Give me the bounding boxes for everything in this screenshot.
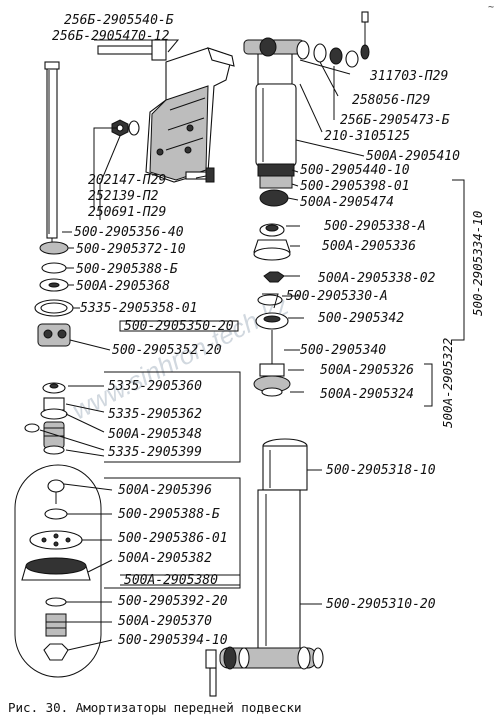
part-label: 500А-2905368: [76, 279, 170, 294]
part-label: 500А-2905396: [118, 483, 212, 498]
part-label: 500А-2905336: [322, 239, 416, 254]
valve-parts-right: [253, 223, 291, 397]
part-label: 256Б-2905473-Б: [340, 113, 450, 128]
part-label: 500-2905398-01: [300, 179, 410, 194]
part-label: 5335-2905399: [108, 445, 202, 460]
part-label: 5335-2905362: [108, 407, 202, 422]
part-label: 500А-2905338-02: [318, 271, 436, 286]
parts-drawing: [14, 11, 465, 697]
top-bolt: [97, 39, 167, 61]
upper-shock-body: [243, 11, 370, 207]
part-labels: 256Б-2905540-Б 256Б-2905470-12 311703-П2…: [52, 13, 485, 648]
part-label: 500А-2905410: [366, 149, 460, 164]
part-label: 500-2905342: [318, 311, 404, 326]
part-label: 500А-2905370: [118, 614, 212, 629]
part-label: 500-2905388-Б: [76, 262, 178, 277]
part-label: 500-2905372-10: [76, 242, 186, 257]
part-label: 5335-2905360: [108, 379, 202, 394]
part-label: 500-2905340: [300, 343, 386, 358]
part-label-vertical: 500А-2905322: [440, 338, 455, 428]
part-label: 252139-П2: [88, 189, 159, 204]
figure-caption: Рис. 30. Амортизаторы передней подвески: [8, 700, 302, 715]
part-label: 500А-2905324: [320, 387, 414, 402]
part-label: 500А-2905474: [300, 195, 394, 210]
corner-mark: ~: [488, 2, 494, 13]
part-label: 500-2905394-10: [118, 633, 228, 648]
part-label: 500-2905352-20: [112, 343, 222, 358]
part-label: 500-2905338-А: [324, 219, 426, 234]
part-label: 500-2905318-10: [326, 463, 436, 478]
part-label: 500-2905310-20: [326, 597, 436, 612]
part-label: 500А-2905326: [320, 363, 414, 378]
long-stud-bolt: [44, 61, 60, 246]
part-label: 500-2905330-А: [286, 289, 388, 304]
part-label: 202147-П29: [88, 173, 166, 188]
part-label: 500-2905356-40: [74, 225, 184, 240]
part-label: 258056-П29: [352, 93, 430, 108]
part-label-vertical: 500-2905334-10: [470, 211, 485, 316]
part-label: 256Б-2905470-12: [52, 29, 170, 44]
part-label: 500А-2905380: [124, 573, 218, 588]
part-label: 500-2905392-20: [118, 594, 228, 609]
part-label: 500-2905350-20: [124, 319, 234, 334]
part-label: 500-2905388-Б: [118, 507, 220, 522]
leader-lines: [39, 39, 465, 651]
piston-assembly-group: [14, 464, 102, 678]
part-label: 210-3105125: [324, 129, 410, 144]
part-label: 256Б-2905540-Б: [64, 13, 174, 28]
part-label: 250691-П29: [88, 205, 166, 220]
lower-cylinder: [205, 438, 324, 697]
part-label: 500А-2905382: [118, 551, 212, 566]
part-label: 311703-П29: [369, 69, 448, 84]
small-fasteners: [111, 119, 215, 183]
part-label: 500-2905440-10: [300, 163, 410, 178]
part-label: 5335-2905358-01: [80, 301, 197, 316]
part-label: 500А-2905348: [108, 427, 202, 442]
mounting-bracket: [145, 47, 235, 183]
part-label: 500-2905386-01: [118, 531, 228, 546]
valve-parts-left: [24, 241, 74, 455]
